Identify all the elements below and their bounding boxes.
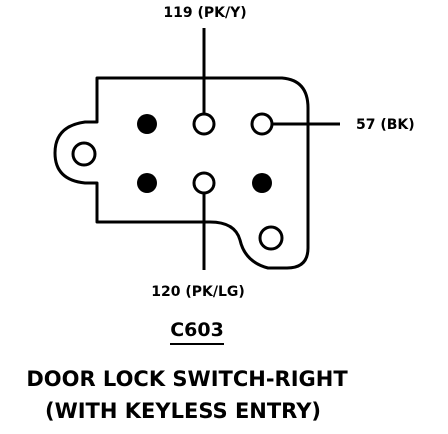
cavity-open-bottom — [192, 171, 216, 195]
component-title-line-2: (WITH KEYLESS ENTRY) — [45, 399, 321, 423]
mounting-hole-left — [71, 141, 97, 167]
component-title-line-1: DOOR LOCK SWITCH-RIGHT — [26, 367, 348, 391]
mounting-hole-bottom-right — [258, 225, 284, 251]
wire-label-top: 119 (PK/Y) — [163, 5, 246, 21]
connector-id: C603 — [170, 319, 224, 341]
wire-label-right: 57 (BK) — [356, 117, 415, 133]
cavity-filled — [137, 173, 157, 193]
connector-housing — [53, 76, 310, 270]
cavity-filled — [252, 173, 272, 193]
cavity-open-top — [192, 112, 216, 136]
wire-label-bottom: 120 (PK/LG) — [151, 284, 245, 300]
cavity-open-right — [250, 112, 274, 136]
cavity-filled — [137, 114, 157, 134]
